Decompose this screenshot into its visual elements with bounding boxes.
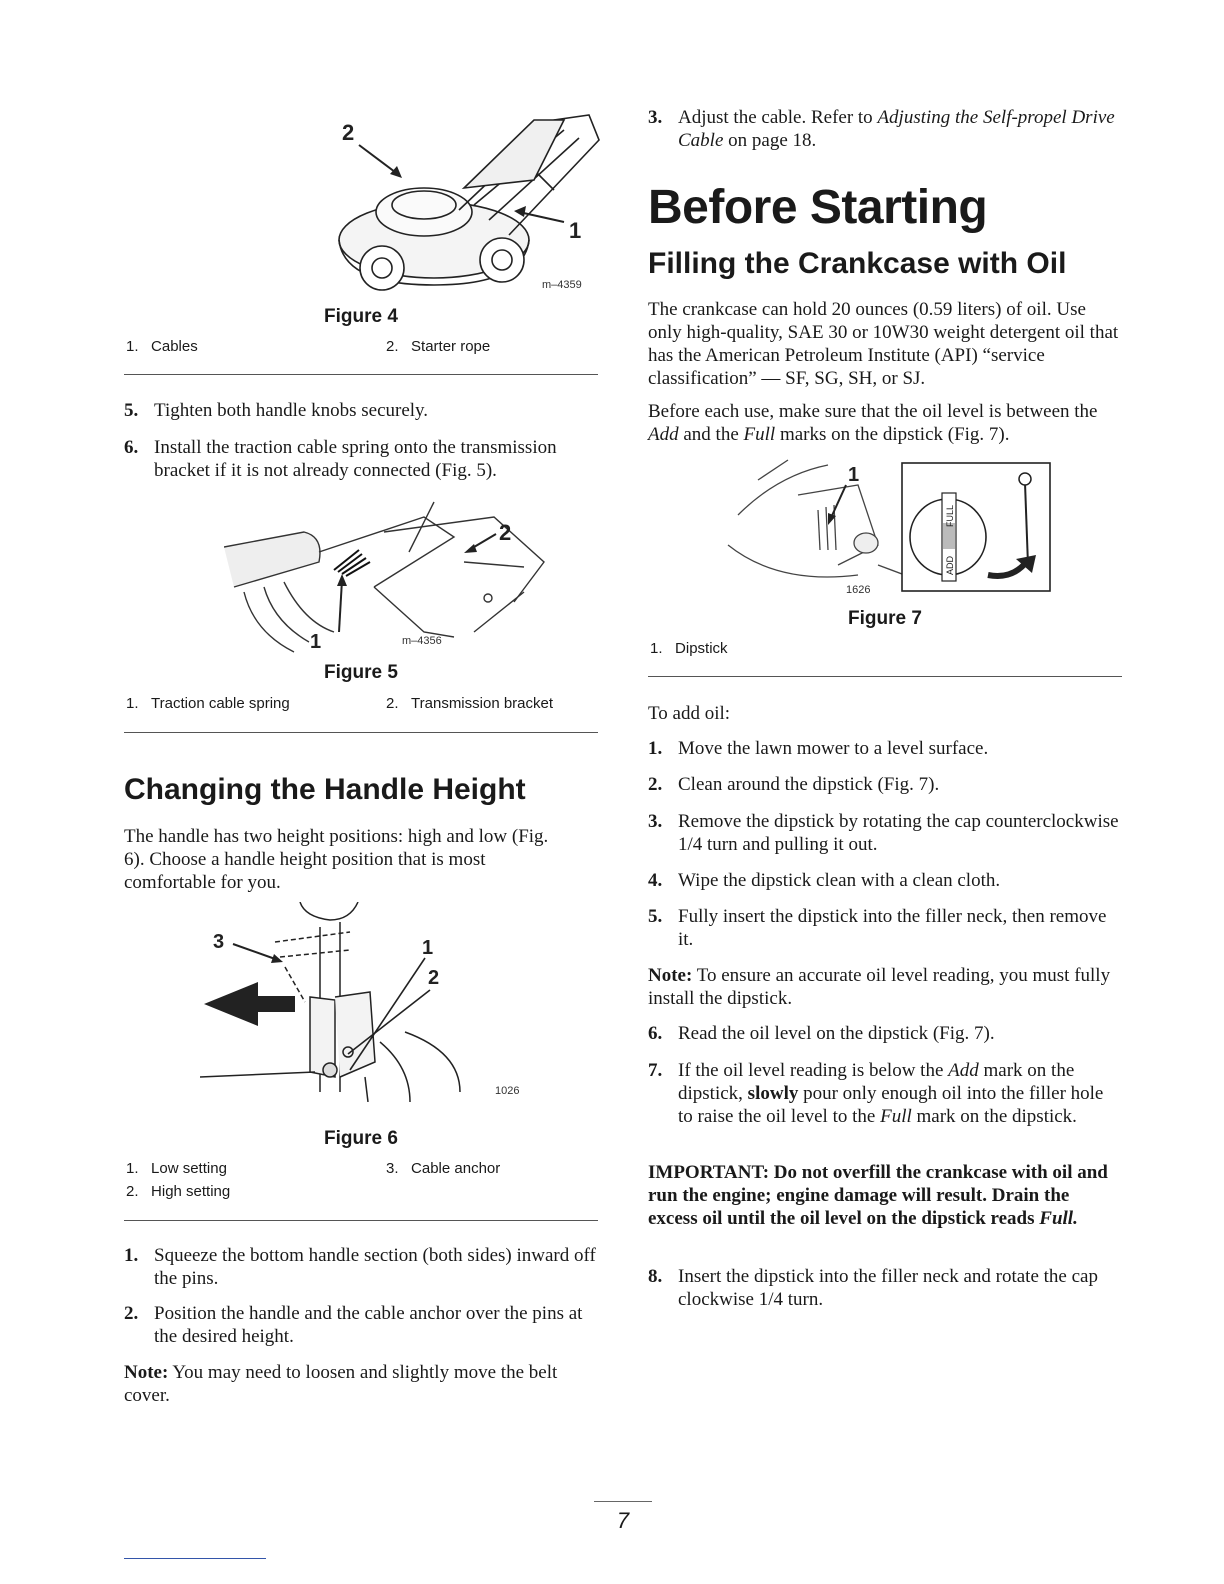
- figure-5-callout-1: 1: [310, 631, 321, 653]
- oil-step-3: 3.Remove the dipstick by rotating the ca…: [648, 811, 1119, 855]
- oil-step-8: 8.Insert the dipstick into the filler ne…: [648, 1266, 1098, 1310]
- oil-step-1: 1.Move the lawn mower to a level surface…: [648, 738, 989, 759]
- figure-4-code: m–4359: [542, 279, 582, 291]
- crankcase-paragraph: The crankcase can hold 20 ounces (0.59 l…: [648, 299, 1119, 389]
- oil-step-4: 4.Wipe the dipstick clean with a clean c…: [648, 870, 1001, 891]
- figure-6-illustration: 3 1 2 1026: [200, 902, 519, 1102]
- figure-5-title: Figure 5: [324, 662, 398, 683]
- filling-crankcase-heading: Filling the Crankcase with Oil: [648, 247, 1067, 280]
- figure-6-legend-1: 1. Low setting: [126, 1160, 227, 1177]
- handle-note: Note: You may need to loosen and slightl…: [124, 1362, 558, 1406]
- dipstick-full-mark: FULL: [945, 505, 955, 527]
- figure-6-legend-3: 3. Cable anchor: [386, 1160, 501, 1177]
- figure-4-title: Figure 4: [324, 306, 398, 327]
- adjust-cable-reference: Adjusting the Self-propel Drive Cable: [678, 107, 1115, 151]
- figure-6-callout-2: 2: [428, 967, 439, 989]
- step-6: 6.Install the traction cable spring onto…: [124, 437, 557, 481]
- important-warning: IMPORTANT: Do not overfill the crankcase…: [648, 1162, 1108, 1229]
- figure-7-callout-1: 1: [848, 464, 859, 486]
- oil-step-6: 6.Read the oil level on the dipstick (Fi…: [648, 1023, 995, 1044]
- figure-7-illustration: 1 1626 FULL ADD: [727, 459, 1051, 596]
- figure-6-legend-2: 2. High setting: [126, 1183, 231, 1200]
- figure-7-title: Figure 7: [848, 608, 922, 629]
- before-starting-heading: Before Starting: [648, 181, 988, 234]
- handle-height-heading: Changing the Handle Height: [124, 773, 526, 806]
- figure-5-legend-1: 1. Traction cable spring: [126, 695, 290, 712]
- page-number: 7: [616, 1508, 630, 1533]
- handle-step-2: 2.Position the handle and the cable anch…: [124, 1303, 583, 1347]
- oil-step-5: 5.Fully insert the dipstick into the fil…: [648, 906, 1107, 950]
- page-number-rule: [594, 1501, 652, 1502]
- figure-7-code: 1626: [846, 584, 870, 596]
- figure-5-illustration: 2 1 m–4356: [224, 501, 545, 653]
- figure-4-legend-1: 1. Cables: [126, 338, 198, 355]
- oil-step-7: 7.If the oil level reading is below the …: [648, 1060, 1104, 1127]
- figure-4-legend-2: 2. Starter rope: [386, 338, 491, 355]
- figure-6-code: 1026: [495, 1085, 519, 1097]
- figure-5-code: m–4356: [402, 635, 442, 647]
- figure-6-callout-1: 1: [422, 937, 433, 959]
- figure-7-legend-1: 1. Dipstick: [650, 640, 728, 657]
- figure-4-callout-1: 1: [569, 218, 581, 243]
- step-5: 5.Tighten both handle knobs securely.: [124, 400, 429, 421]
- figure-7-rule: [648, 676, 1122, 677]
- to-add-oil-label: To add oil:: [648, 703, 731, 724]
- figure-5-rule: [124, 732, 598, 733]
- figure-5-legend-2: 2. Transmission bracket: [386, 695, 554, 712]
- handle-height-intro: The handle has two height positions: hig…: [124, 826, 549, 893]
- footer-line: [124, 1558, 266, 1559]
- figure-6-title: Figure 6: [324, 1128, 398, 1149]
- figure-4-illustration: 2 1 m–4359: [338, 114, 600, 291]
- oil-step-2: 2.Clean around the dipstick (Fig. 7).: [648, 774, 940, 795]
- oil-level-paragraph: Before each use, make sure that the oil …: [648, 401, 1098, 445]
- figure-5-callout-2: 2: [499, 520, 511, 545]
- adjust-cable-step: 3.Adjust the cable. Refer to Adjusting t…: [648, 107, 1115, 151]
- figure-4-rule: [124, 374, 598, 375]
- dipstick-add-mark: ADD: [945, 555, 955, 575]
- figure-6-rule: [124, 1220, 598, 1221]
- oil-note: Note: To ensure an accurate oil level re…: [648, 965, 1111, 1009]
- handle-step-1: 1.Squeeze the bottom handle section (bot…: [124, 1245, 596, 1289]
- figure-6-callout-3: 3: [213, 931, 224, 953]
- figure-4-callout-2: 2: [342, 120, 354, 145]
